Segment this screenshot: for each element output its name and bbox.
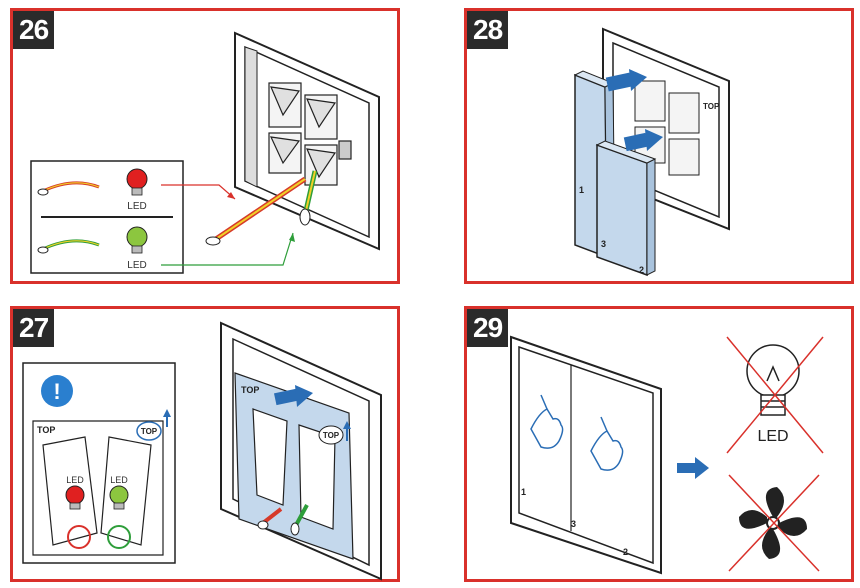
push-arrow (605, 69, 647, 92)
wire-green-yellow (299, 170, 318, 226)
step-29-panel: 29 1 3 2 LED (464, 306, 854, 582)
rocker-number: 2 (639, 265, 644, 275)
bulb-icon (126, 226, 148, 254)
led-label: LED (66, 475, 84, 485)
led-label: LED (127, 201, 146, 212)
wire-red-yellow (205, 176, 307, 246)
bulb-icon (126, 168, 148, 196)
rocker-number: 1 (579, 185, 584, 195)
led-label: LED (127, 260, 146, 271)
green-connector-arrow (161, 232, 294, 266)
rocker-cover-2: 3 2 (595, 140, 657, 277)
step-27-panel: 27 ! TOP TOP LED LED (10, 306, 400, 582)
top-label: TOP (37, 425, 55, 435)
step-26-illustration: LED LED (30, 31, 380, 274)
step-26-number: 26 (13, 11, 55, 49)
info-icon: ! (41, 375, 73, 407)
switch-mechanism (268, 82, 352, 186)
step-28-number: 28 (467, 11, 509, 49)
top-badge: TOP (136, 409, 171, 441)
led-label: LED (110, 475, 128, 485)
led-label: LED (757, 428, 788, 445)
top-label: TOP (703, 102, 720, 111)
step-26-panel: 26 (10, 8, 400, 284)
red-terminal-highlight (67, 525, 91, 549)
cross-icon (728, 474, 820, 572)
push-arrow (273, 385, 313, 407)
step-29-number: 29 (467, 309, 509, 347)
top-label: TOP (241, 385, 259, 395)
legend-wire-green (37, 239, 100, 254)
result-arrow (677, 457, 709, 479)
rocker-number: 1 (521, 487, 526, 497)
step-28-panel: 28 TOP 1 3 2 (464, 8, 854, 284)
rocker-number: 3 (571, 519, 576, 529)
bulb-icon (109, 485, 129, 510)
bulb-icon (746, 344, 800, 416)
legend-wire-red (37, 181, 100, 196)
svg-text:TOP: TOP (323, 431, 340, 440)
svg-text:!: ! (53, 379, 60, 404)
step-27-number: 27 (13, 309, 55, 347)
top-badge: TOP (318, 421, 351, 445)
hand-press-icon (590, 416, 624, 471)
bulb-icon (65, 485, 85, 510)
push-arrow (623, 129, 663, 152)
step-28-illustration: TOP 1 3 2 (573, 27, 730, 277)
step-29-illustration: 1 3 2 LED (510, 335, 824, 575)
wires (257, 504, 309, 536)
green-terminal-highlight (107, 525, 131, 549)
rocker-number: 3 (601, 239, 606, 249)
rocker-number: 2 (623, 547, 628, 557)
hand-press-icon (530, 394, 564, 449)
svg-text:TOP: TOP (141, 427, 158, 436)
mounting-plate (234, 372, 354, 560)
step-27-illustration: ! TOP TOP LED LED (22, 321, 382, 581)
cross-icon (726, 336, 824, 454)
